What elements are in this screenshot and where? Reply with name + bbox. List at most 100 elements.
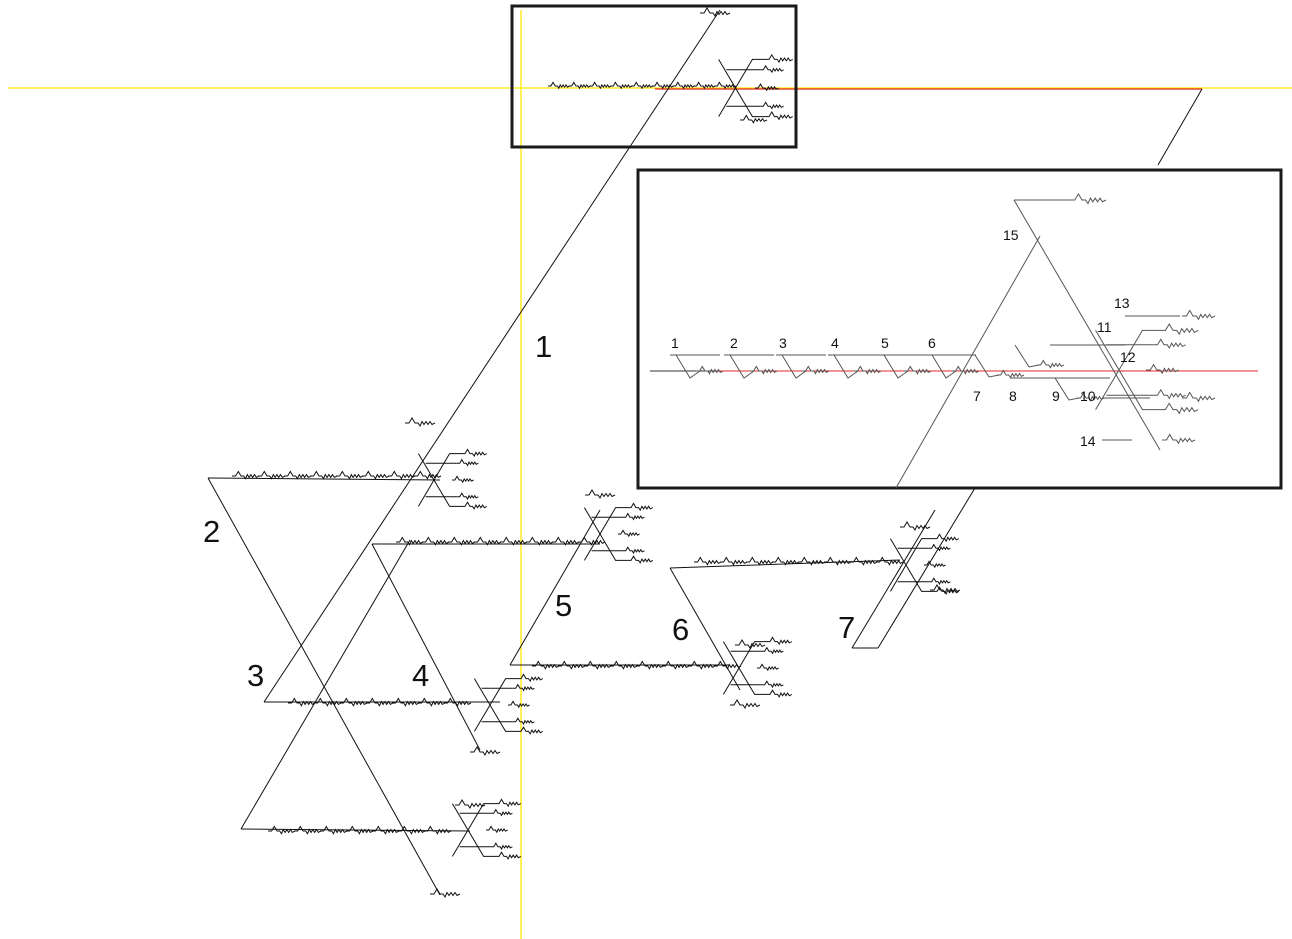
zigzag-motif	[589, 81, 612, 90]
zigzag-motif	[268, 825, 296, 835]
zigzag-motif	[398, 825, 426, 835]
zigzag-motif	[512, 717, 535, 726]
inset-label-13: 13	[1114, 295, 1130, 311]
zigzag-motif	[448, 536, 476, 546]
zigzag-motif	[500, 536, 528, 546]
zigzag-motif	[760, 101, 784, 110]
zigzag-motif	[414, 470, 442, 480]
zigzag-motif	[444, 697, 472, 707]
zigzag-motif	[346, 825, 374, 835]
zigzag-motif	[693, 81, 716, 90]
inset-label-10: 10	[1080, 388, 1096, 404]
zigzag-motif	[761, 646, 784, 655]
zigzag-motif	[760, 64, 784, 74]
zigzag-motif	[1162, 433, 1196, 445]
zigzag-motif	[456, 492, 479, 501]
zigzag-motif	[366, 697, 394, 707]
cluster-motif	[417, 453, 462, 507]
zigzag-motif	[952, 365, 980, 375]
zigzag-motif	[622, 546, 645, 555]
zigzag-motif	[766, 689, 793, 698]
cluster-motif	[718, 58, 766, 117]
cluster-motif	[718, 59, 766, 118]
zigzag-motif	[232, 470, 260, 480]
cluster-motif	[1095, 330, 1161, 411]
zigzag-motif	[757, 663, 779, 672]
label-5: 5	[555, 588, 572, 623]
zigzag-motif	[610, 660, 638, 670]
zigzag-motif	[688, 660, 716, 670]
inset-panel	[636, 168, 1283, 490]
zigzag-motif	[627, 502, 654, 512]
inset-label-6: 6	[928, 335, 936, 351]
zigzag-motif	[904, 365, 932, 375]
zigzag-motif	[740, 114, 768, 124]
zigzag-motif	[486, 825, 508, 834]
zigzag-motif	[314, 697, 342, 707]
inset-motif	[883, 354, 909, 379]
zigzag-motif	[1160, 402, 1199, 415]
fractal-motifs	[232, 7, 961, 899]
zigzag-motif	[517, 726, 544, 735]
zigzag-motif	[694, 556, 722, 566]
zigzag-motif	[854, 365, 882, 375]
zigzag-motif	[362, 470, 390, 480]
zigzag-motif	[765, 53, 793, 64]
zigzag-motif	[532, 660, 560, 670]
zigzag-motif	[461, 501, 488, 510]
zigzag-motif	[1182, 391, 1216, 403]
zigzag-motif	[824, 556, 852, 566]
zigzag-motif	[320, 825, 348, 835]
zigzag-motif	[622, 512, 645, 521]
zigzag-motif	[372, 825, 400, 835]
label-6: 6	[672, 612, 689, 647]
top-zoom-frame	[510, 4, 798, 149]
zigzag-motif	[526, 536, 554, 546]
zigzag-motif	[928, 543, 951, 552]
zigzag-motif	[627, 555, 654, 564]
cluster-motif	[451, 803, 496, 857]
inset-motif	[974, 354, 1000, 378]
zigzag-motif	[585, 489, 616, 500]
zigzag-motif	[418, 697, 446, 707]
zigzag-motif	[336, 470, 364, 480]
zigzag-motif	[714, 81, 737, 90]
zigzag-motif	[802, 365, 830, 375]
zigzag-motif	[631, 81, 654, 90]
zigzag-motif	[258, 470, 286, 480]
cluster-motif	[889, 538, 934, 592]
zigzag-motif	[568, 81, 591, 90]
inset-label-2: 2	[730, 335, 738, 351]
inset-motif	[781, 354, 807, 379]
zigzag-motif	[766, 636, 793, 646]
zigzag-motif	[997, 369, 1025, 379]
cluster-motif	[889, 538, 934, 592]
zigzag-motif	[452, 475, 474, 484]
zigzag-motif	[288, 697, 316, 707]
zigzag-motif	[1160, 323, 1199, 336]
zigzag-motif	[730, 699, 761, 710]
zigzag-motif	[735, 639, 766, 650]
zigzag-motif	[850, 556, 878, 566]
inset-label-4: 4	[831, 335, 839, 351]
zigzag-motif	[672, 81, 695, 90]
inset-label-14: 14	[1080, 433, 1096, 449]
inset-label-7: 7	[973, 388, 981, 404]
zigzag-motif	[310, 470, 338, 480]
inset-label-11: 11	[1097, 319, 1112, 335]
inset-label-1: 1	[671, 335, 679, 351]
cluster-motif	[1095, 329, 1161, 410]
zigzag-motif	[517, 673, 544, 683]
zigzag-motif	[424, 825, 452, 835]
cluster-motif	[473, 678, 518, 732]
inset-frame	[636, 168, 1283, 490]
cluster-motif	[722, 641, 767, 695]
zigzag-motif	[1077, 392, 1105, 402]
inset-motif	[833, 354, 859, 379]
zigzag-motif	[552, 536, 580, 546]
zigzag-motif	[340, 697, 368, 707]
cluster-motif	[451, 803, 496, 857]
inset-label-15: 15	[1003, 227, 1019, 243]
zigzag-motif	[652, 81, 674, 90]
zigzag-motif	[396, 536, 424, 546]
